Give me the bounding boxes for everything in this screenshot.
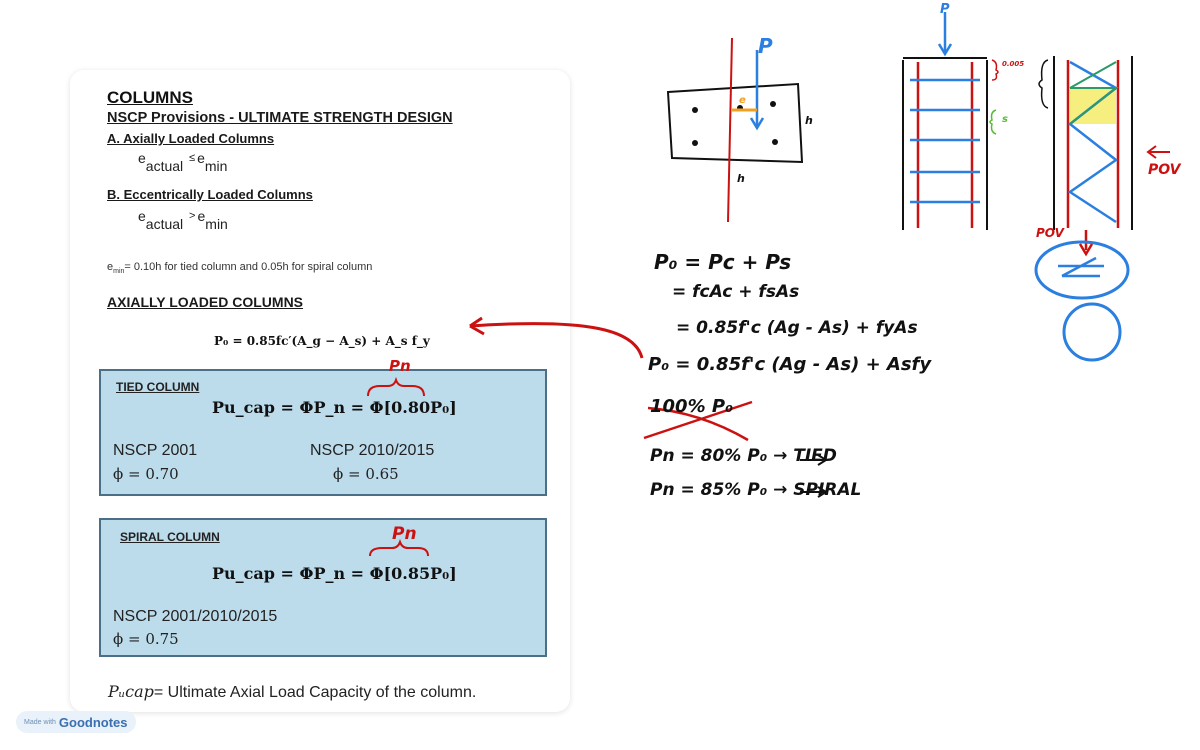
tied-phi-2001: ϕ = 0.70 xyxy=(113,465,179,483)
spiral-column-box xyxy=(99,518,547,657)
pucap-definition: Pᵤcap= Ultimate Axial Load Capacity of t… xyxy=(108,682,476,702)
pucap-text: = Ultimate Axial Load Capacity of the co… xyxy=(153,684,477,701)
tied-column-box xyxy=(99,369,547,496)
spiral-formula: Pu_cap = ΦP_n = Φ[0.85P₀] xyxy=(212,564,457,583)
bar-1 xyxy=(692,107,698,113)
bar-2 xyxy=(770,101,776,107)
goodnotes-badge[interactable]: Made with Goodnotes xyxy=(16,711,136,733)
p0-formula: P₀ = 0.85fc′(A_g − A_s) + A_s f_y xyxy=(214,334,430,348)
badge-made-with: Made with xyxy=(24,718,56,726)
hw-pov-right: POV xyxy=(1148,162,1181,178)
hw-line-6: Pn = 80% P₀ → TIED xyxy=(650,446,837,466)
bar-4 xyxy=(772,139,778,145)
provisions-subtitle: NSCP Provisions - ULTIMATE STRENGTH DESI… xyxy=(107,110,453,126)
hw-pn-spiral: Pn xyxy=(392,524,417,544)
hw-line-3: = 0.85f'c (Ag - As) + fyAs xyxy=(676,318,918,338)
emin-text: = 0.10h for tied column and 0.05h for sp… xyxy=(124,261,373,273)
tied-title: TIED COLUMN xyxy=(116,380,200,394)
eq-e3: e xyxy=(138,208,146,224)
emin-note: emin= 0.10h for tied column and 0.05h fo… xyxy=(107,261,372,275)
bar-3 xyxy=(692,140,698,146)
hw-line-4: P₀ = 0.85f'c (Ag - As) + Asfy xyxy=(648,354,932,375)
hw-line-7: Pn = 85% P₀ → SPIRAL xyxy=(650,480,862,500)
spiral-code: NSCP 2001/2010/2015 xyxy=(113,608,278,625)
axial-section-title: AXIALLY LOADED COLUMNS xyxy=(107,294,304,310)
hw-e: e xyxy=(739,95,746,106)
tied-code-2010: NSCP 2010/2015 xyxy=(310,442,435,459)
emin-e: e xyxy=(107,261,114,273)
badge-brand: Goodnotes xyxy=(58,714,128,730)
emin-sub: min xyxy=(113,268,125,276)
section-axis-red xyxy=(727,37,733,223)
hw-p-tied: P xyxy=(940,2,950,17)
pucap-symbol: Pᵤcap xyxy=(108,682,154,701)
eq-actual-sub2: actual xyxy=(145,216,184,232)
equation-axial: eactual ≤emin xyxy=(138,150,227,174)
hw-h1: h xyxy=(805,114,813,127)
hw-line-2: = fcAc + fsAs xyxy=(672,282,800,302)
eq-le: ≤ xyxy=(189,152,196,164)
hw-pov-left: POV xyxy=(1036,226,1064,240)
hw-line-1: P₀ = Pc + Ps xyxy=(654,250,792,274)
hw-line-5-crossed: 100% P₀ xyxy=(650,396,733,417)
eq-min-sub2: min xyxy=(205,216,228,232)
equation-eccentric: eactual >emin xyxy=(138,208,228,232)
eq-actual-sub: actual xyxy=(145,158,184,174)
eq-e4: e xyxy=(197,208,206,224)
eq-gt: > xyxy=(189,210,196,222)
tied-formula: Pu_cap = ΦP_n = Φ[0.80P₀] xyxy=(212,398,457,417)
spiral-title: SPIRAL COLUMN xyxy=(120,530,220,544)
section-eccentric: B. Eccentrically Loaded Columns xyxy=(107,187,313,202)
page-title: COLUMNS xyxy=(107,88,193,107)
section-rect xyxy=(666,82,804,164)
tied-code-2001: NSCP 2001 xyxy=(113,442,198,459)
eq-min-sub: min xyxy=(204,158,228,174)
hw-p-section: P xyxy=(758,34,773,58)
section-axially-loaded: A. Axially Loaded Columns xyxy=(107,131,275,146)
tied-phi-2010: ϕ = 0.65 xyxy=(333,465,399,483)
spiral-phi: ϕ = 0.75 xyxy=(113,630,179,648)
eq-e2: e xyxy=(197,150,205,166)
section-load-arrowhead xyxy=(749,117,765,131)
hw-h2: h xyxy=(737,172,745,185)
eq-e: e xyxy=(138,150,146,166)
hw-dim: 0.005 xyxy=(1002,60,1025,68)
hw-s: s xyxy=(1002,114,1008,125)
hw-pn-tied: Pn xyxy=(389,357,411,375)
